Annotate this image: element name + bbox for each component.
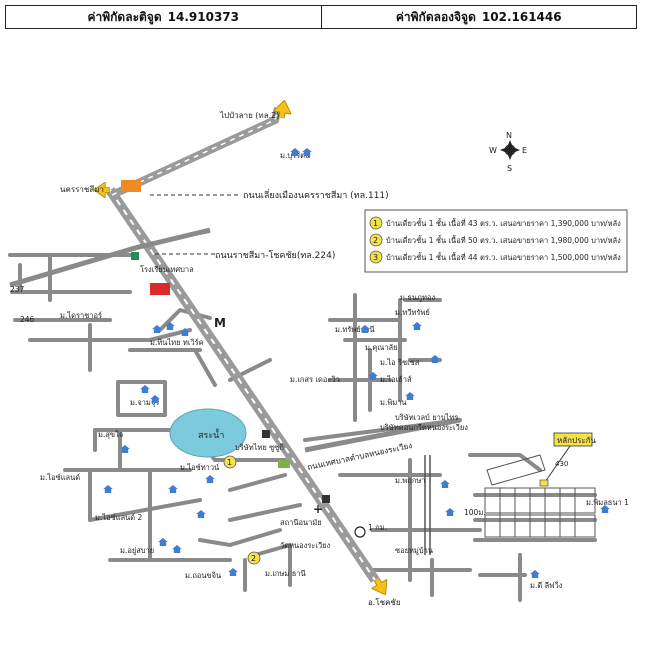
label-village-bm: ม.เกษม ธานี — [265, 569, 306, 578]
park-icon — [278, 460, 290, 468]
house-icon — [103, 485, 113, 493]
longitude-label: ค่าพิกัดลองจิจูด — [395, 9, 476, 24]
collateral-marker: หลักประกัน — [539, 432, 597, 487]
compass-east: E — [522, 146, 527, 155]
label-village-tl1: ม.ไดราชาอร์ — [60, 311, 102, 320]
compass: N S E W — [489, 131, 527, 173]
house-icon — [412, 322, 422, 330]
landmark-icons: M + — [121, 180, 366, 538]
temple-icon — [262, 430, 270, 438]
pond — [169, 408, 247, 458]
toyota-icon — [150, 283, 170, 295]
house-icon — [440, 480, 450, 488]
label-temple: วัดหนองระเวียง — [280, 541, 331, 550]
label-village-tr5: ม.ไอ ริชเชส — [380, 358, 420, 367]
house-icon — [228, 568, 238, 576]
label-distance: 1 กม. — [368, 523, 387, 532]
road-ratchasima-label: ถนนราชสีมา-โชคชัย(ทล.224) — [215, 250, 335, 261]
legend-2-text: บ้านเดี่ยวชั้น 1 ชั้น เนื้อที่ 50 ตร.ว. … — [386, 235, 621, 245]
local-diagonal-road — [304, 417, 461, 453]
legend-3-text: บ้านเดี่ยวชั้น 1 ชั้น เนื้อที่ 44 ตร.ว. … — [386, 252, 621, 262]
label-village-mr2: ม.ไอเฮ้าส์ — [380, 375, 412, 384]
label-village-br2: ม.พิมลธนา 1 — [586, 498, 629, 507]
label-village-mr1: ม.เกสร เดอะวิว — [290, 375, 340, 384]
house-icon — [140, 385, 150, 393]
label-village-ml1: ม.จามจุรี — [130, 398, 159, 407]
compass-south: S — [507, 164, 512, 173]
house-icon — [196, 510, 206, 518]
factory-block — [424, 455, 431, 555]
property-markers: 1 2 — [223, 455, 261, 565]
longitude-value: 102.161446 — [481, 10, 562, 24]
road-mittraphap-label: ถนนเลี่ยงเมืองนครราชสีมา (ทล.111) — [243, 188, 389, 201]
to-north-label: ไปบัวลาย (ทล.2) — [219, 111, 279, 120]
label-distance2: 100ม. — [464, 508, 486, 517]
coordinates-bar: ค่าพิกัดละติจูด 14.910373 ค่าพิกัดลองจิจ… — [5, 5, 637, 29]
label-hospital: สถานีอนามัย — [280, 518, 322, 527]
legend-2-num: 2 — [373, 236, 378, 245]
house-icon — [530, 570, 540, 578]
house-icon — [405, 392, 415, 400]
collateral-label: หลักประกัน — [557, 436, 597, 445]
legend-1-num: 1 — [373, 219, 378, 228]
label-village-tr3: ม.ทรัพย์ธานี — [335, 325, 375, 334]
latitude-cell: ค่าพิกัดละติจูด 14.910373 — [6, 6, 321, 28]
label-village-mr3: ม.พิมาน — [380, 398, 407, 407]
label-village-br1: ม.พฤกษา — [395, 476, 426, 485]
label-company1: บริษัทเวลบ์ ยาบไทร — [395, 413, 458, 422]
label-village-tl2: ม.ทินไทย ทเวิร์ค — [150, 338, 204, 347]
house-icon — [158, 538, 168, 546]
label-road-246: 246 — [20, 315, 35, 324]
to-south-label: อ.โชคชัย — [368, 597, 401, 607]
marker-2-num: 2 — [251, 554, 256, 563]
label-village-ml3: ม.ไอซ์แลนด์ — [40, 473, 80, 482]
house-icon — [445, 508, 455, 516]
hospital-icon: + — [313, 502, 323, 516]
house-icon — [168, 485, 178, 493]
shop-icon — [121, 180, 141, 192]
label-village-tr4: ม.คุณาลัย — [365, 343, 398, 352]
legend: 1 บ้านเดี่ยวชั้น 1 ชั้น เนื้อที่ 43 ตร.ว… — [364, 209, 628, 273]
label-factory: บริษัทไทย ซูซูกิ — [235, 443, 284, 452]
label-village-bl3: ม.ถอนขจิน — [185, 571, 221, 580]
label-school: โรงเรียนเทศบาล — [140, 265, 194, 274]
label-village-ml2: ม.สุขใจ — [98, 430, 123, 439]
house-icon — [205, 475, 215, 483]
label-road-237: 237 — [10, 285, 25, 294]
label-company2: บริษัทคอนกรีตหนองระเวียง — [380, 423, 468, 432]
label-soi: ซอยหมู่บ้าน — [395, 546, 433, 555]
place-labels: ม.ทินไทย ทเวิร์ค ม.ไดราชาอร์ ม.จามจุรี ม… — [10, 151, 629, 590]
school-icon — [131, 252, 139, 260]
lot-blocks — [484, 454, 596, 538]
latitude-value: 14.910373 — [167, 10, 239, 24]
label-village-br3: ม.ดี ลีฟวิ่ง — [530, 580, 563, 590]
latitude-label: ค่าพิกัดละติจูด — [87, 9, 162, 24]
pond-label: สระน้ำ — [198, 428, 224, 441]
marker-1-num: 1 — [227, 458, 232, 467]
label-village-tr2: ม.ทวีทรัพย์ — [395, 308, 430, 317]
distance-icon — [354, 526, 366, 538]
to-west-label: นครราชสีมา — [60, 185, 104, 194]
factory-icon — [322, 495, 330, 503]
legend-1-text: บ้านเดี่ยวชั้น 1 ชั้น เนื้อที่ 43 ตร.ว. … — [386, 218, 621, 228]
label-village-tr1: ม.ธนภูทอง — [400, 293, 435, 302]
label-village-ml4: ม.ไอซ์ทาวน์ — [180, 463, 219, 472]
longitude-cell: ค่าพิกัดลองจิจูด 102.161446 — [320, 6, 637, 28]
house-icon — [172, 545, 182, 553]
legend-3-num: 3 — [373, 253, 378, 262]
label-leaders — [150, 194, 240, 255]
market-icon: M — [214, 316, 226, 330]
road-ratchasima — [134, 231, 211, 251]
label-village-bl1: ม.ไอซ์แลนด์ 2 — [95, 513, 143, 522]
lot-number: 430 — [555, 460, 568, 468]
compass-west: W — [489, 146, 497, 155]
local-roads — [8, 253, 597, 602]
compass-north: N — [506, 131, 512, 140]
label-village-bl2: ม.อยู่สบาย — [120, 546, 154, 555]
